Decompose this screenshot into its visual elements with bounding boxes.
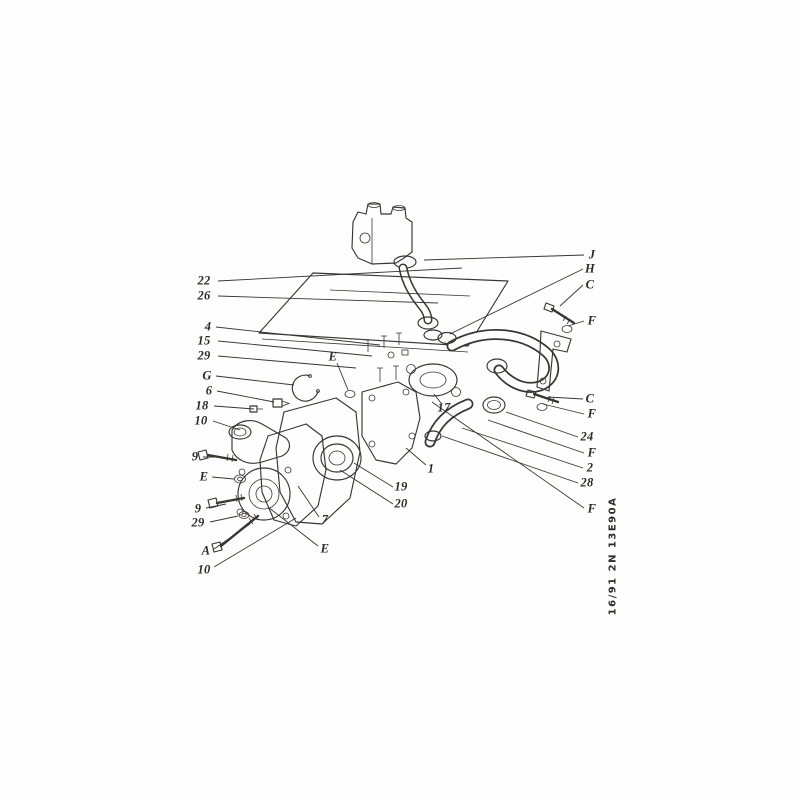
pump-backing-plate: [275, 397, 361, 525]
upper-hose: [446, 329, 560, 393]
leader-line-18-7: [213, 405, 255, 410]
leader-line-22-0: [217, 267, 463, 282]
hose-clamp-mid: [437, 331, 457, 345]
leader-line-h-23: [449, 268, 584, 335]
mounting-plate: [361, 365, 421, 465]
bolt-c-mid: [525, 389, 560, 411]
leader-line-7-20: [297, 485, 320, 518]
bolt-9-top: [197, 449, 238, 463]
support-bracket: [536, 330, 572, 392]
circlip: [291, 374, 320, 402]
seal-rings: [312, 435, 362, 481]
leader-line-e-21: [267, 506, 319, 547]
leader-line-f-27: [542, 403, 585, 415]
leader-line-20-19: [339, 469, 394, 505]
leader-line-19-18: [353, 462, 394, 488]
leader-line-2-30: [461, 427, 584, 469]
page-code: 16/91 2N 13E90A: [607, 496, 619, 616]
leader-line-a-13: [213, 523, 251, 550]
leader-line-e-10: [211, 476, 235, 480]
pump-gasket: [259, 423, 327, 527]
washer-f-mid: [536, 403, 548, 411]
stud-bolts: [365, 332, 409, 359]
outlet-pipe: [393, 255, 443, 341]
washer-29-bottom: [238, 511, 250, 519]
washer-f-top: [561, 325, 573, 333]
leader-line-f-29: [487, 419, 585, 454]
thermostat-cover-gasket: [406, 363, 461, 397]
leader-line-24-28: [505, 411, 579, 438]
leader-line-c-24: [559, 284, 584, 307]
bolt-c-top: [543, 302, 576, 333]
leader-line-f-32: [431, 401, 585, 509]
leader-line-f-25: [567, 320, 585, 327]
hose-clamp-upper: [423, 329, 443, 341]
washer-e-mid: [344, 390, 356, 398]
hose-sleeve: [482, 396, 506, 414]
hose-clamp-lower: [424, 430, 442, 442]
leader-line-g-5: [215, 375, 295, 386]
leader-line-29-12: [209, 515, 239, 523]
inlet-housing: [228, 420, 291, 464]
leader-line-c-26: [547, 396, 584, 400]
leader-line-10-14: [213, 517, 297, 568]
leader-line-j-22: [423, 254, 585, 261]
leader-line-17-16: [433, 393, 442, 404]
leader-line-28-31: [441, 435, 579, 484]
leader-line-e-15: [336, 362, 349, 391]
thermostat-housing: [351, 202, 413, 265]
elbow-hose: [424, 331, 474, 448]
engine-deck-panel: [258, 272, 509, 353]
leader-line-9-11: [205, 503, 227, 509]
pump-front-housing: [236, 466, 292, 521]
leader-line-6-6: [216, 390, 275, 403]
temp-sensor: [272, 398, 291, 408]
washer-e-left: [234, 474, 246, 484]
leader-line-1-17: [405, 447, 427, 466]
leader-line-4-2: [215, 326, 381, 346]
leader-line-10-8: [212, 420, 241, 431]
leader-line-26-1: [217, 295, 439, 304]
leader-line-29-4: [217, 355, 357, 369]
leader-line-15-3: [217, 340, 373, 357]
